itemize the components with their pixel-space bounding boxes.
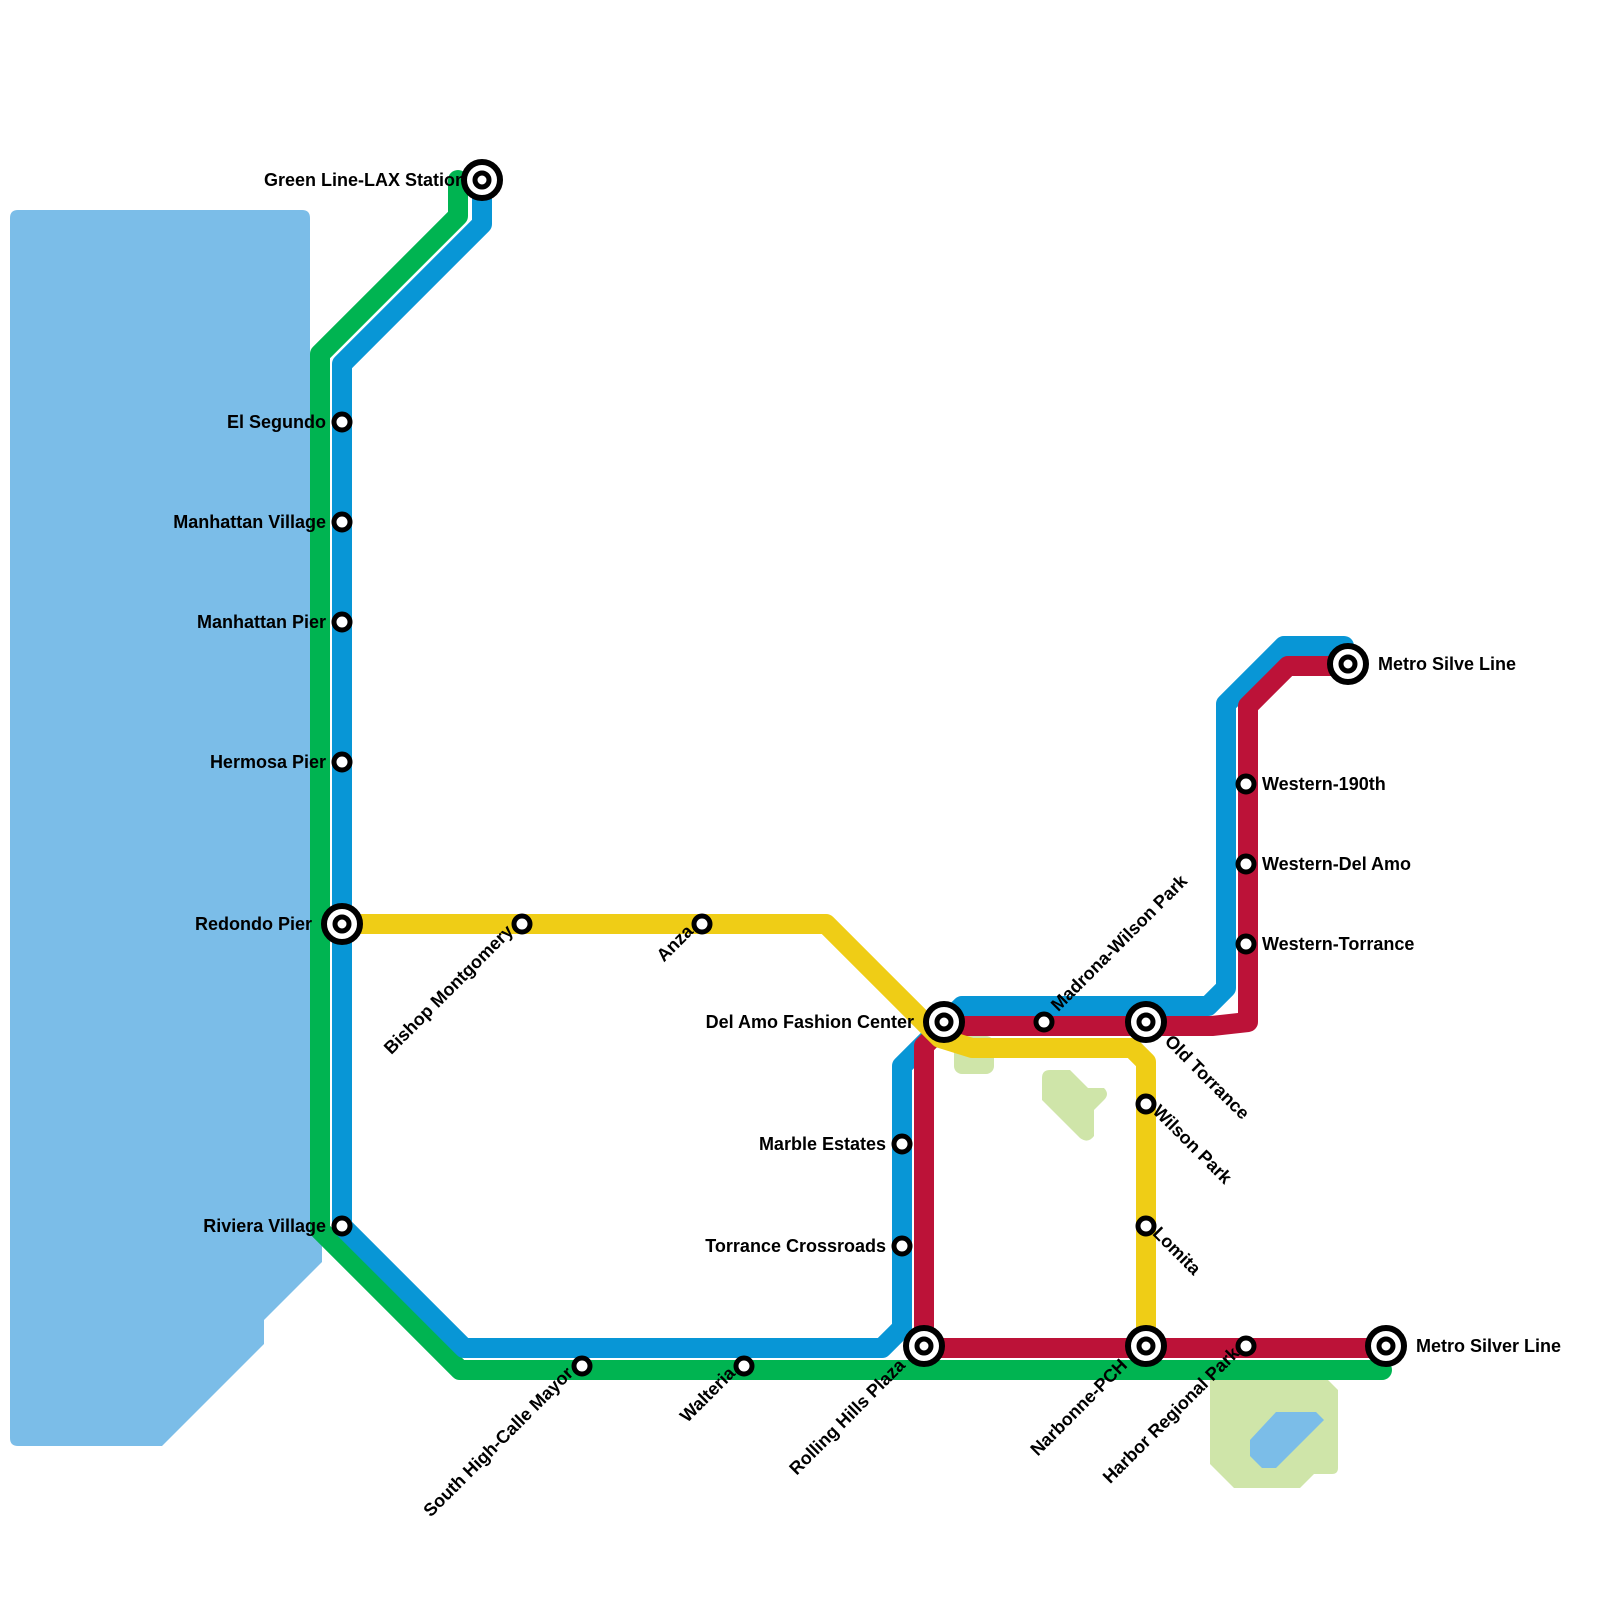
station-marker — [511, 913, 533, 935]
station-label-wilson-park: Wilson Park — [1149, 1101, 1237, 1189]
station-label-hermosa-pier: Hermosa Pier — [210, 752, 326, 772]
station-label-manhattan-pier: Manhattan Pier — [197, 612, 326, 632]
station-marker — [891, 1133, 913, 1155]
station-marker — [691, 913, 713, 935]
station-label-old-torrance: Old Torrance — [1161, 1031, 1253, 1123]
yellow-line — [332, 914, 1156, 1358]
interchange-inner-ring — [914, 1336, 934, 1356]
station-torrance-crossroads[interactable] — [891, 1235, 913, 1257]
interchange-inner-ring — [934, 1012, 954, 1032]
station-riviera-village[interactable] — [331, 1215, 353, 1237]
station-hermosa-pier[interactable] — [331, 751, 353, 773]
interchange-inner-ring — [1338, 654, 1358, 674]
station-western-del-amo[interactable] — [1235, 853, 1257, 875]
station-label-metro-silve-line: Metro Silve Line — [1378, 654, 1516, 674]
station-label-el-segundo: El Segundo — [227, 412, 326, 432]
station-walteria[interactable] — [733, 1355, 755, 1377]
station-harbor-regional-park[interactable] — [1235, 1335, 1257, 1357]
station-western-190th[interactable] — [1235, 773, 1257, 795]
station-madrona-wilson-park[interactable] — [1033, 1011, 1055, 1033]
station-label-western-torrance: Western-Torrance — [1262, 934, 1414, 954]
station-lomita[interactable] — [1135, 1215, 1157, 1237]
harbor-lake — [1250, 1412, 1324, 1468]
station-el-segundo[interactable] — [331, 411, 353, 433]
interchange-inner-ring — [1136, 1336, 1156, 1356]
station-marker — [1235, 1335, 1257, 1357]
station-narbonne-pch[interactable] — [1125, 1325, 1167, 1367]
station-marker — [331, 511, 353, 533]
station-label-marble-estates: Marble Estates — [759, 1134, 886, 1154]
station-marker — [331, 751, 353, 773]
station-del-amo-fashion-center[interactable] — [923, 1001, 965, 1043]
station-label-lomita: Lomita — [1149, 1223, 1206, 1280]
station-marker — [1235, 853, 1257, 875]
station-marble-estates[interactable] — [891, 1133, 913, 1155]
station-old-torrance[interactable] — [1125, 1001, 1167, 1043]
station-label-redondo-pier: Redondo Pier — [195, 914, 312, 934]
station-south-high-calle-mayor[interactable] — [571, 1355, 593, 1377]
station-marker — [331, 1215, 353, 1237]
station-label-green-line-lax-station: Green Line-LAX Station — [264, 170, 466, 190]
station-marker — [1135, 1093, 1157, 1115]
interchange-inner-ring — [1136, 1012, 1156, 1032]
station-western-torrance[interactable] — [1235, 933, 1257, 955]
station-manhattan-village[interactable] — [331, 511, 353, 533]
station-green-line-lax-station[interactable] — [461, 159, 503, 201]
interchange-inner-ring — [1376, 1336, 1396, 1356]
blue-line — [332, 172, 1354, 1358]
station-label-south-high-calle-mayor: South High-Calle Mayor — [419, 1363, 577, 1521]
station-redondo-pier[interactable] — [321, 903, 363, 945]
station-label-manhattan-village: Manhattan Village — [173, 512, 326, 532]
green-line — [310, 170, 1392, 1380]
station-label-metro-silver-line: Metro Silver Line — [1416, 1336, 1561, 1356]
station-label-madrona-wilson-park: Madrona-Wilson Park — [1047, 870, 1192, 1015]
station-marker — [1235, 773, 1257, 795]
station-label-western-del-amo: Western-Del Amo — [1262, 854, 1411, 874]
station-manhattan-pier[interactable] — [331, 611, 353, 633]
station-wilson-park[interactable] — [1135, 1093, 1157, 1115]
station-marker — [331, 611, 353, 633]
station-bishop-montgomery[interactable] — [511, 913, 533, 935]
station-label-western-190th: Western-190th — [1262, 774, 1386, 794]
red-line — [914, 656, 1394, 1358]
station-marker — [733, 1355, 755, 1377]
station-marker — [571, 1355, 593, 1377]
interchange-inner-ring — [332, 914, 352, 934]
station-metro-silver-line[interactable] — [1365, 1325, 1407, 1367]
interchange-inner-ring — [472, 170, 492, 190]
station-label-bishop-montgomery: Bishop Montgomery — [380, 921, 517, 1058]
ocean-water — [10, 210, 322, 1446]
park-wilson — [1042, 1070, 1107, 1141]
station-label-del-amo-fashion-center: Del Amo Fashion Center — [706, 1012, 914, 1032]
station-metro-silve-line[interactable] — [1327, 643, 1369, 685]
station-label-riviera-village: Riviera Village — [203, 1216, 326, 1236]
station-marker — [1135, 1215, 1157, 1237]
station-marker — [331, 411, 353, 433]
station-rolling-hills-plaza[interactable] — [903, 1325, 945, 1367]
station-marker — [1033, 1011, 1055, 1033]
station-marker — [1235, 933, 1257, 955]
station-marker — [891, 1235, 913, 1257]
station-label-torrance-crossroads: Torrance Crossroads — [705, 1236, 886, 1256]
station-anza[interactable] — [691, 913, 713, 935]
